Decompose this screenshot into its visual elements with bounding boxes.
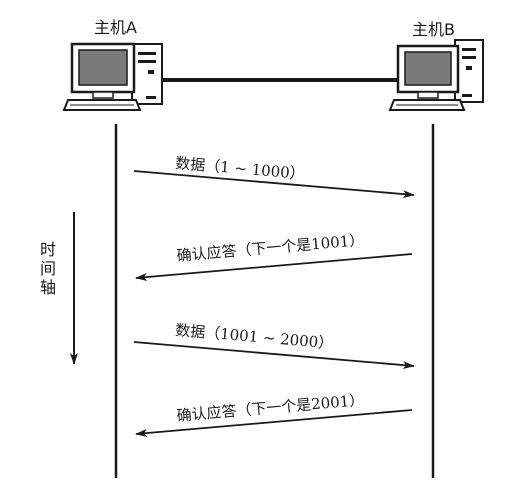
host-a-computer-icon [62, 42, 163, 111]
host-b-computer-icon [388, 39, 484, 111]
message-arrow-1 [133, 170, 415, 199]
message-arrow-4 [135, 409, 413, 438]
time-axis-label-char: 轴 [40, 278, 57, 297]
host-b-label: 主机B [412, 20, 455, 39]
time-axis-label-char: 时 [40, 240, 57, 259]
message-arrow-3 [133, 341, 415, 370]
time-axis-label-char: 间 [40, 259, 57, 278]
message-arrow-2 [135, 253, 413, 282]
host-a-label: 主机A [94, 18, 137, 37]
